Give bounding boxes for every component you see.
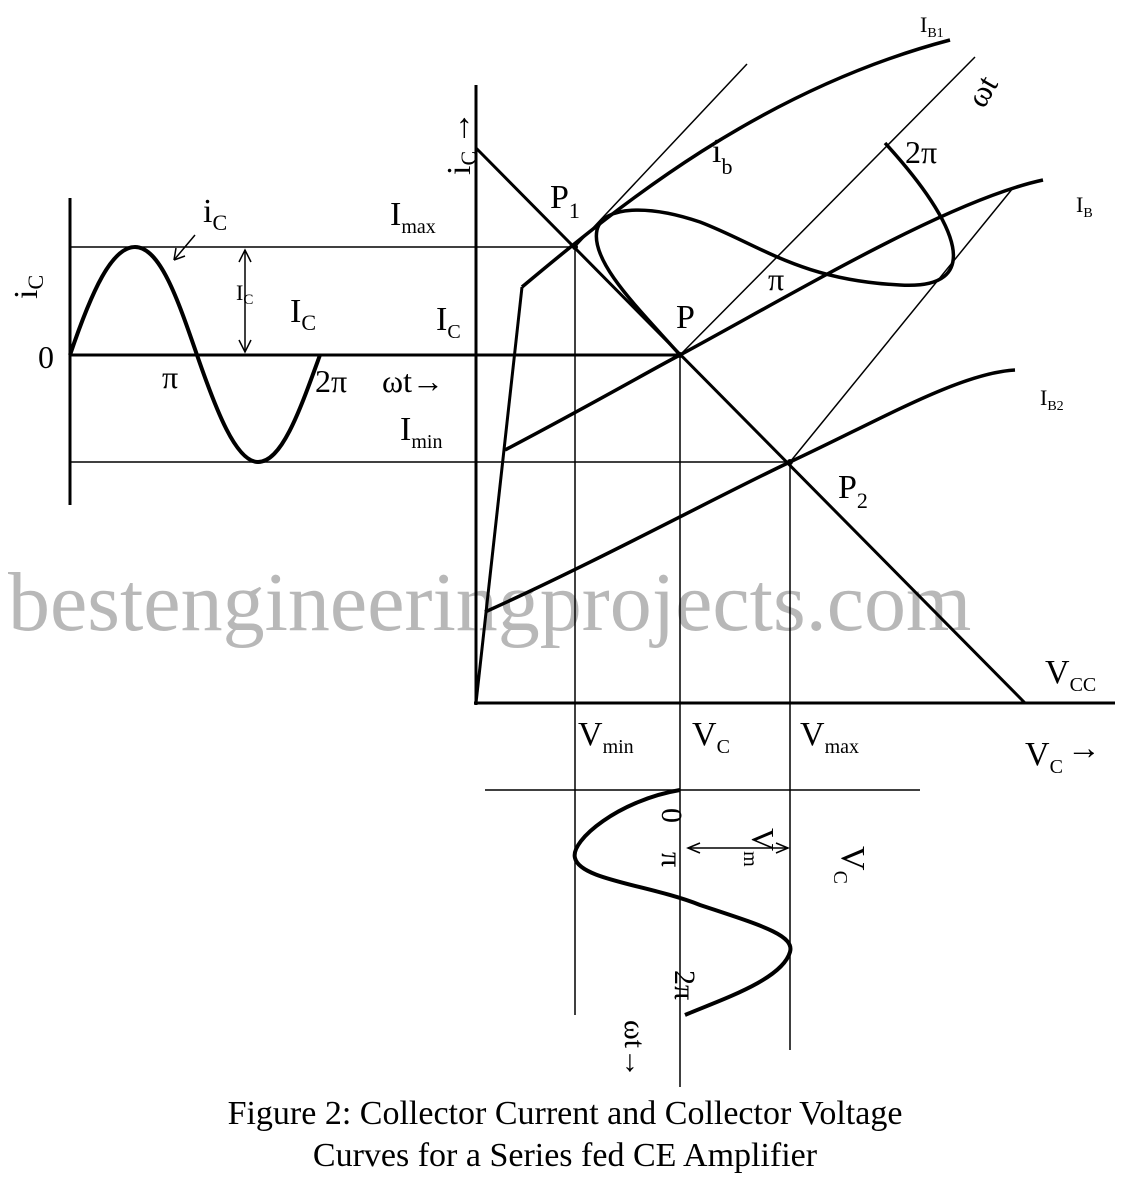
point-p — [677, 352, 683, 358]
ic-arrowheads — [238, 248, 252, 354]
ib-curve — [504, 178, 1044, 452]
ic-pointer-arrowhead — [173, 247, 186, 261]
label-imin: Imin — [400, 411, 442, 453]
point-p2 — [787, 459, 793, 465]
vm-arrowheads — [686, 842, 790, 854]
label-ib1: IB1 — [920, 12, 944, 41]
label-zero-bottom: 0 — [655, 808, 688, 823]
label-omega-t-left: ωt→ — [382, 363, 444, 399]
label-2pi-top: 2π — [905, 134, 937, 170]
label-ic-main-axis: iC→ — [441, 111, 481, 175]
label-zero: 0 — [38, 339, 54, 375]
caption-line-2: Curves for a Series fed CE Amplifier — [312, 1137, 818, 1174]
label-ic-left-axis: iC — [8, 275, 48, 299]
label-vm: Vm — [739, 828, 781, 867]
label-ic-amplitude: IC — [236, 280, 253, 308]
point-p1 — [572, 244, 578, 250]
label-omega-t-top: ωt — [959, 69, 1005, 113]
label-p1: P1 — [550, 179, 580, 223]
time-axis-p2 — [789, 187, 1014, 463]
saturation-line — [474, 286, 524, 704]
label-ib-curve: IB — [1076, 192, 1093, 221]
collector-voltage-wave — [572, 788, 793, 1017]
label-vcc: VCC — [1045, 654, 1096, 696]
collector-current-wave — [68, 244, 322, 465]
label-imax: Imax — [390, 196, 436, 238]
label-2pi-bottom: 2π — [668, 970, 701, 1000]
caption-line-1: Figure 2: Collector Current and Collecto… — [227, 1095, 903, 1132]
load-line — [474, 146, 1027, 705]
label-p2: P2 — [838, 469, 868, 513]
label-ib2: IB2 — [1040, 385, 1064, 414]
time-axis-p — [679, 56, 976, 356]
label-ib: ib — [712, 133, 732, 179]
base-current-wave — [594, 141, 955, 357]
ib1-curve — [520, 38, 951, 289]
ic-pointer-arrow — [173, 234, 196, 261]
label-pi-bottom: π — [655, 852, 688, 867]
time-axis-p1 — [574, 63, 748, 248]
label-ic-dc: IC — [290, 293, 316, 335]
label-ic-quiescent: IC — [436, 301, 461, 343]
ib2-curve — [484, 368, 1016, 614]
label-vmax: Vmax — [800, 716, 859, 758]
label-pi-left: π — [162, 359, 178, 395]
label-pi-top: π — [768, 261, 784, 297]
figure-caption: Figure 2: Collector Current and Collecto… — [0, 1093, 1130, 1177]
label-vc-quiescent: VC — [692, 716, 730, 758]
label-omega-t-bottom: ωt→ — [618, 1020, 651, 1078]
label-ic-wave: iC — [203, 193, 227, 235]
label-p: P — [676, 299, 695, 336]
label-vc-wave: VC — [829, 846, 871, 884]
label-2pi-left: 2π — [315, 363, 347, 399]
label-vmin: Vmin — [578, 716, 634, 758]
label-vc-axis: VC→ — [1025, 730, 1101, 778]
